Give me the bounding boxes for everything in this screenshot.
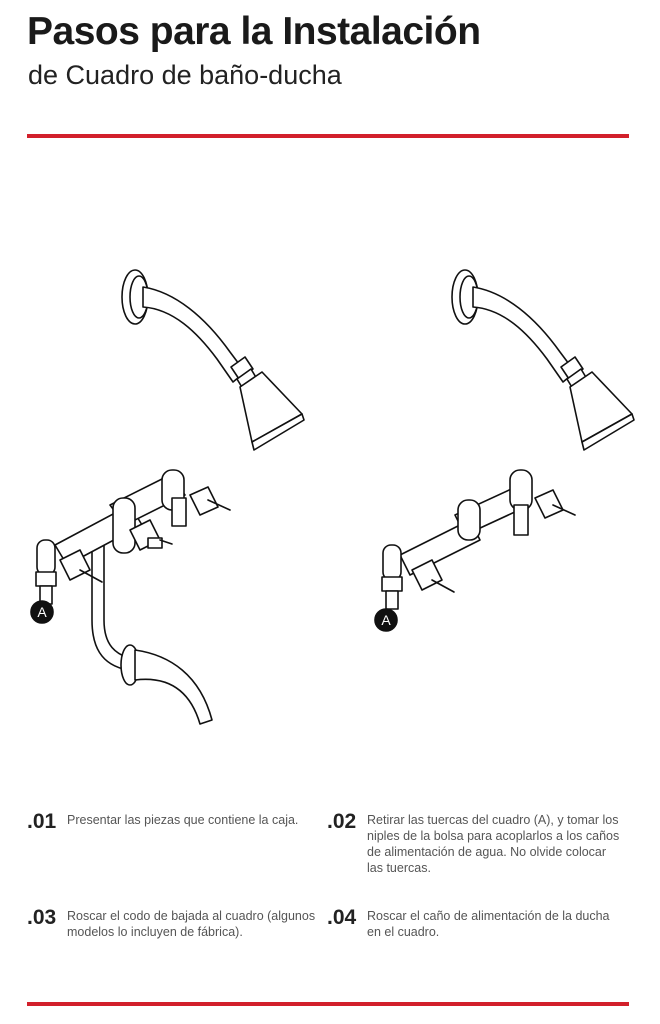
step-number: .01 xyxy=(27,810,57,833)
page-subtitle: de Cuadro de baño-ducha xyxy=(28,60,342,90)
step-2: .02 Retirar las tuercas del cuadro (A), … xyxy=(327,810,622,876)
top-divider xyxy=(27,134,629,138)
step-4: .04 Roscar el caño de alimentación de la… xyxy=(327,906,622,940)
valve-marker-a-1: A xyxy=(30,600,54,624)
valve-drawing xyxy=(381,469,576,610)
step-3: .03 Roscar el codo de bajada al cuadro (… xyxy=(27,906,322,940)
step-text: Roscar el caño de alimentación de la duc… xyxy=(367,909,610,939)
step-number: .03 xyxy=(27,906,57,929)
step-number: .04 xyxy=(327,906,357,929)
page-title: Pasos para la Instalación xyxy=(27,10,481,53)
installation-illustrations: A A xyxy=(30,269,635,725)
valve-with-spout-drawing xyxy=(35,469,231,725)
shower-arm-drawing-1 xyxy=(121,269,305,451)
valve-marker-a-2: A xyxy=(374,608,398,632)
step-1: .01 Presentar las piezas que contiene la… xyxy=(27,810,322,833)
step-text: Retirar las tuercas del cuadro (A), y to… xyxy=(367,813,620,875)
svg-text:A: A xyxy=(37,604,47,620)
step-text: Presentar las piezas que contiene la caj… xyxy=(67,813,299,827)
step-text: Roscar el codo de bajada al cuadro (algu… xyxy=(67,909,316,939)
svg-text:A: A xyxy=(381,612,391,628)
step-number: .02 xyxy=(327,810,357,833)
bottom-divider xyxy=(27,1002,629,1006)
shower-arm-drawing-2 xyxy=(451,269,635,451)
